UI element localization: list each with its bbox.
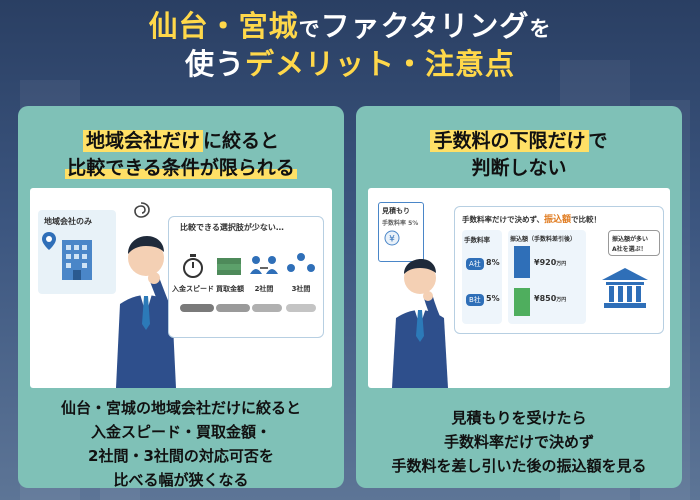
row-b-amount: ¥850万円 (534, 294, 566, 303)
option-bar (216, 304, 250, 312)
building-icon (62, 240, 92, 280)
body-line: 入金スピード・買取金額・ (90, 423, 271, 441)
map-label: 地域会社のみ (44, 217, 92, 226)
row-a-label: A社 (466, 258, 484, 270)
heading-text: に絞ると (203, 130, 280, 152)
amount-column-head: 振込額（手数料差引後） (510, 236, 577, 243)
right-panel-body: 見積もりを受けたら 手数料率だけで決めず 手数料を差し引いた後の振込額を見る (356, 406, 682, 478)
bubble-line-1: 振込額が多い (612, 236, 649, 243)
yen-circle-icon: ¥ (384, 230, 400, 246)
options-box-title: 比較できる選択肢が少ない… (180, 223, 284, 232)
comparison-title: 手数料率だけで決めず、振込額で比較！ (462, 212, 601, 225)
title-particle: を (529, 17, 552, 41)
heading-text: で (588, 130, 608, 152)
heading-highlight: 手数料の下限だけ (430, 130, 589, 152)
row-a-amount: ¥920万円 (534, 258, 566, 267)
comparison-title-text: で比較！ (571, 215, 601, 224)
body-line: 手数料率だけで決めず (443, 433, 594, 451)
money-stack-icon (217, 258, 241, 275)
title-highlight: 仙台・宮城 (148, 9, 299, 43)
right-panel-heading: 手数料の下限だけで 判断しない (356, 128, 682, 182)
right-panel: 手数料の下限だけで 判断しない 見積もり 手数料率 5% ¥ 手数料率だけで決め… (356, 106, 682, 488)
row-b-rate: 5% (486, 294, 500, 303)
left-panel: 地域会社だけに絞ると 比較できる条件が限られる 地域会社のみ 比較できる選択肢が… (18, 106, 344, 489)
body-line: 見積もりを受けたら (451, 409, 587, 427)
option-bar (180, 304, 214, 312)
stopwatch-icon (183, 254, 203, 278)
comparison-title-highlight: 振込額 (543, 215, 571, 225)
amount-unit: 万円 (556, 297, 567, 303)
thinking-businessman-icon (116, 236, 176, 388)
amount-bar-a (514, 246, 530, 278)
title-particle: で (298, 17, 321, 41)
confusion-scribble-icon (134, 202, 150, 218)
bank-icon (602, 268, 648, 308)
option-label-amount: 買取金額 (216, 285, 244, 293)
body-line: 比べる幅が狭くなる (113, 471, 249, 489)
right-illustration: 見積もり 手数料率 5% ¥ 手数料率だけで決めず、振込額で比較！ 手数料率 A… (368, 188, 670, 388)
option-label-two-party: 2社間 (254, 285, 274, 293)
option-label-three-party: 3社間 (291, 285, 311, 293)
amount-value: ¥850 (534, 294, 557, 303)
option-label-speed: 入金スピード (172, 285, 214, 293)
rate-column (462, 230, 502, 324)
three-party-icon (287, 253, 315, 272)
option-bar (252, 304, 282, 312)
svg-text:¥: ¥ (389, 235, 395, 245)
amount-bar-b (514, 288, 530, 316)
body-line: 手数料を差し引いた後の振込額を見る (391, 457, 647, 475)
heading-text: 判断しない (471, 157, 567, 179)
bubble-line-2: A社を選ぶ！ (612, 246, 647, 253)
left-panel-body: 仙台・宮城の地域会社だけに絞ると 入金スピード・買取金額・ 2社間・3社間の対応… (18, 396, 344, 492)
title-text: 使う (184, 46, 245, 81)
body-line: 2社間・3社間の対応可否を (88, 447, 274, 465)
title-text: ファクタリング (320, 9, 530, 43)
left-illustration: 地域会社のみ 比較できる選択肢が少ない… 入金スピード 買取金額 2社間 3社間 (30, 188, 332, 388)
comparison-title-text: 手数料率だけで決めず、 (462, 215, 544, 224)
row-a-rate: 8% (486, 258, 500, 267)
rate-column-head: 手数料率 (464, 236, 490, 244)
left-panel-heading: 地域会社だけに絞ると 比較できる条件が限られる (18, 128, 344, 182)
heading-highlight: 比較できる条件が限られる (65, 157, 297, 179)
two-party-icon (250, 256, 278, 274)
estimate-paper-title: 見積もり (382, 207, 410, 215)
location-pin-icon (42, 232, 56, 250)
speech-bubble (608, 230, 660, 256)
heading-highlight: 地域会社だけ (82, 130, 203, 152)
estimate-paper-sub: 手数料率 5% (382, 220, 419, 227)
row-b-label: B社 (466, 294, 484, 306)
amount-value: ¥920 (534, 258, 557, 267)
body-line: 仙台・宮城の地域会社だけに絞ると (60, 399, 301, 417)
estimate-paper (378, 202, 424, 262)
thinking-businessman-icon (392, 259, 448, 388)
option-bar (286, 304, 316, 312)
title-highlight: デメリット・注意点 (245, 46, 516, 81)
amount-unit: 万円 (556, 261, 567, 267)
page-title: 仙台・宮城でファクタリングを 使うデメリット・注意点 (0, 8, 700, 83)
